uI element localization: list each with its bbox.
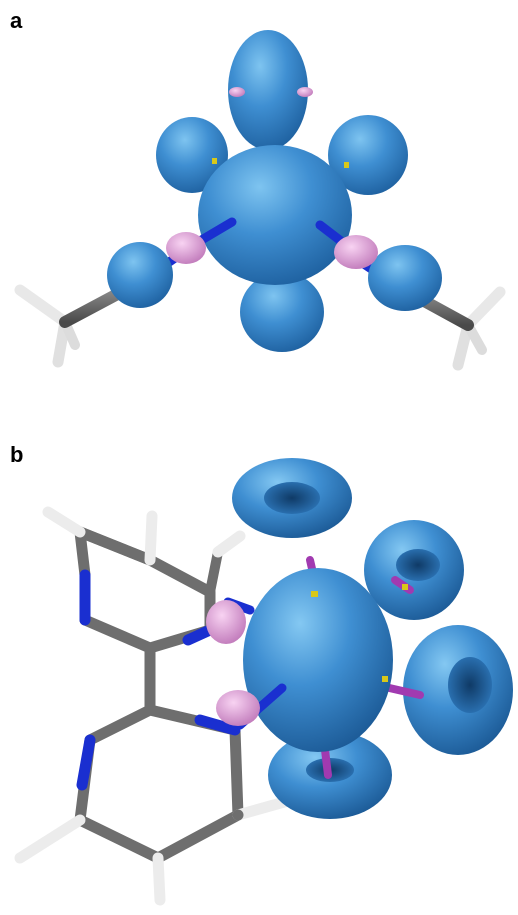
upper-pink-lobe [206,600,246,644]
left-lobe [107,242,173,308]
top-lobe [228,30,308,150]
panel-b: b [0,440,518,915]
molecule-a-render [14,30,506,371]
right-lobe [368,245,442,311]
bottom-lobe [240,272,324,352]
molecule-b-render [14,458,513,906]
top-torus [232,458,352,538]
right-torus [403,625,513,755]
central-isosurface [198,145,352,285]
right-pink-lobe [334,235,378,269]
left-pink-lobe [166,232,206,264]
lower-pink-lobe [216,690,260,726]
upper-right-lobe [328,115,408,195]
panel-a: a [0,0,518,440]
panel-label-b: b [10,442,24,467]
upper-right-torus [364,520,464,620]
ligand-framework [14,506,326,906]
central-isosurface [243,568,393,752]
panel-label-a: a [10,8,23,33]
upper-left-lobe [156,117,228,193]
